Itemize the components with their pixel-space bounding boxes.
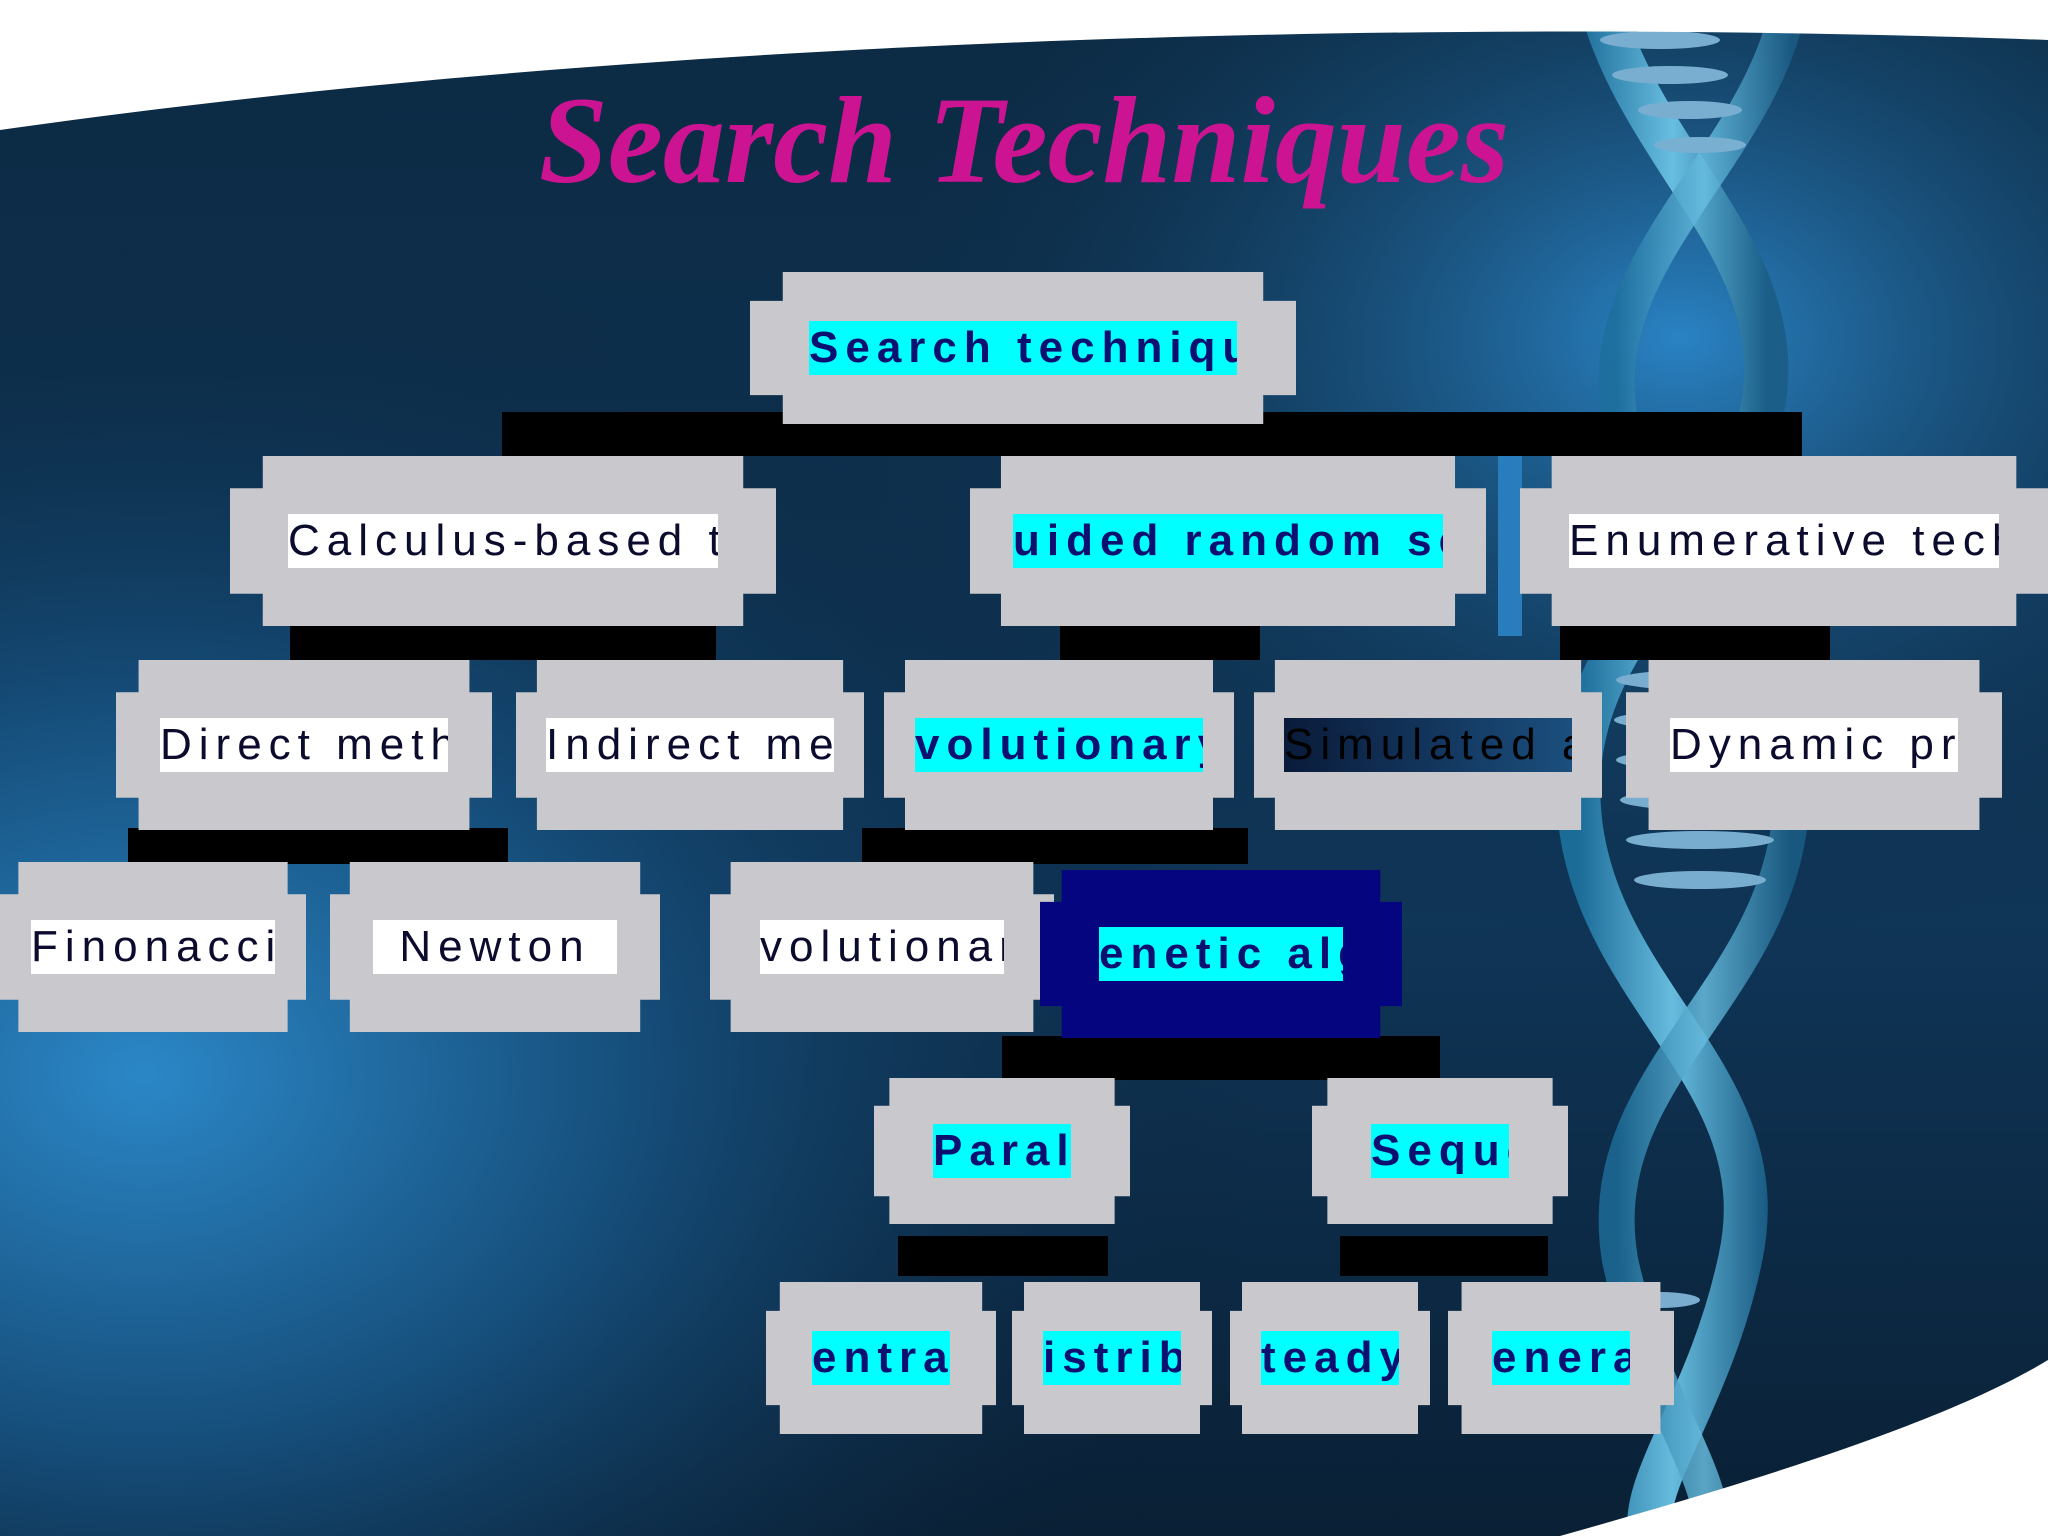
connector-sequential xyxy=(1340,1236,1548,1276)
node-label: volutionary algorithm xyxy=(915,718,1203,772)
node-label: istributed xyxy=(1043,1331,1181,1385)
node-newton: Newton xyxy=(330,862,660,1032)
node-label: Dynamic programming xyxy=(1670,718,1958,772)
connector-evolutionary xyxy=(862,828,1248,864)
node-label: Newton xyxy=(373,920,617,974)
node-label: enerationa xyxy=(1492,1331,1630,1385)
connector-enumerative xyxy=(1560,624,1830,660)
node-label: Direct methods xyxy=(160,718,448,772)
node-label: Simulated annealing xyxy=(1284,718,1572,772)
node-simulated-annealing: Simulated annealing xyxy=(1254,660,1602,830)
connector-l1-blue xyxy=(1498,456,1522,636)
node-steady-state: teady-stat xyxy=(1230,1282,1430,1434)
node-enumerative: Enumerative techniques xyxy=(1520,456,2048,626)
node-label: volutionary strategie xyxy=(760,920,1004,974)
node-label: Parallel xyxy=(933,1124,1071,1178)
node-indirect-methods: Indirect methods xyxy=(516,660,864,830)
node-label: Enumerative techniques xyxy=(1569,514,1999,568)
connector-genetic xyxy=(1002,1036,1440,1080)
node-label: teady-stat xyxy=(1261,1331,1399,1385)
node-label: enetic algorithms xyxy=(1099,927,1343,981)
node-genetic-algorithms: enetic algorithms xyxy=(1040,870,1402,1038)
node-dynamic-programming: Dynamic programming xyxy=(1626,660,2002,830)
node-direct-methods: Direct methods xyxy=(116,660,492,830)
node-guided-random-search: uided random search technique xyxy=(970,456,1486,626)
connector-direct xyxy=(128,828,508,864)
node-label: Calculus-based techniques xyxy=(288,514,718,568)
node-finonacci: Finonacci xyxy=(0,862,306,1032)
node-label: uided random search technique xyxy=(1013,514,1443,568)
node-label: Indirect methods xyxy=(546,718,834,772)
node-generational: enerationa xyxy=(1448,1282,1674,1434)
node-parallel: Parallel xyxy=(874,1078,1130,1224)
node-search-techniques: Search techniques xyxy=(750,272,1296,424)
node-label: Sequential xyxy=(1371,1124,1509,1178)
connector-guided xyxy=(1060,624,1260,660)
node-label: Finonacci xyxy=(31,920,275,974)
node-calculus-based: Calculus-based techniques xyxy=(230,456,776,626)
node-evolutionary-strategies: volutionary strategie xyxy=(710,862,1054,1032)
node-evolutionary-algorithm: volutionary algorithm xyxy=(884,660,1234,830)
node-label: entralized xyxy=(812,1331,950,1385)
connector-parallel xyxy=(898,1236,1108,1276)
node-sequential: Sequential xyxy=(1312,1078,1568,1224)
node-distributed: istributed xyxy=(1012,1282,1212,1434)
node-centralized: entralized xyxy=(766,1282,996,1434)
connector-calculus xyxy=(290,624,716,660)
node-label: Search techniques xyxy=(809,321,1237,375)
slide-title: Search Techniques xyxy=(538,72,1510,209)
